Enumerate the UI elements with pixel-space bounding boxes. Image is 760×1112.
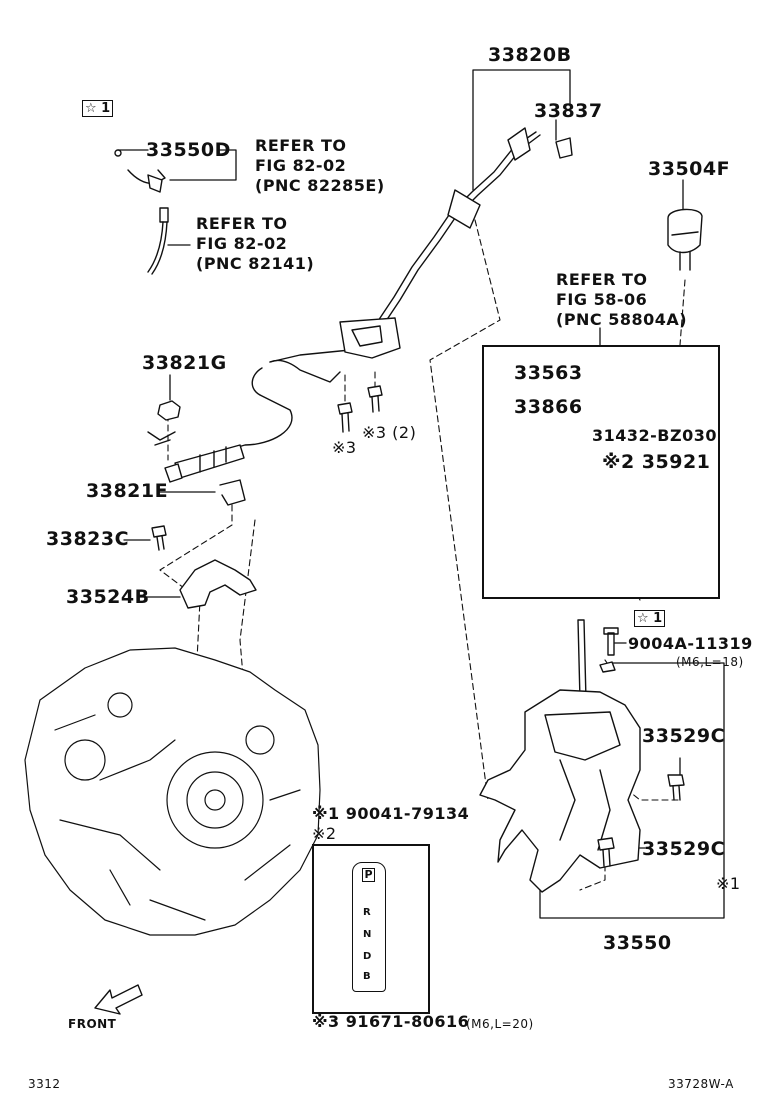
star-note-label-2: ☆ 1 [634, 610, 666, 627]
footnote-1: ※1 90041-79134 [312, 804, 470, 823]
nut-33821G-icon [147, 400, 181, 446]
bracket-33524B-icon [179, 559, 257, 609]
shift-gate-plate: P R N D B [352, 862, 386, 992]
refer-note-82285E: REFER TO FIG 82-02 (PNC 82285E) [255, 136, 385, 195]
gate-position-b: B [363, 971, 371, 982]
note-ref-3: ※3 [332, 438, 357, 457]
shift-lever-assembly-33550-icon [479, 619, 685, 893]
clip-33837-icon [555, 137, 573, 159]
gate-position-d: D [363, 951, 372, 962]
label-33524B: 33524B [66, 586, 150, 608]
label-31432-BZ030: 31432-BZ030 [592, 426, 717, 445]
label-35921: ※2 35921 [602, 451, 711, 473]
label-33821G: 33821G [142, 352, 227, 374]
label-33866: 33866 [514, 396, 583, 418]
label-33837: 33837 [534, 100, 603, 122]
refer-note-58804A: REFER TO FIG 58-06 (PNC 58804A) [556, 270, 688, 329]
refer-note-82141: REFER TO FIG 82-02 (PNC 82141) [196, 214, 315, 273]
label-9004A-11319: 9004A-11319 [628, 634, 753, 653]
shift-knob-33504F-icon [667, 208, 703, 271]
label-33550: 33550 [603, 932, 672, 954]
gate-position-p: P [362, 868, 375, 882]
label-33504F: 33504F [648, 158, 731, 180]
note-ref-1-side: ※1 [716, 874, 741, 893]
shift-cable-33820B [164, 127, 541, 483]
front-arrow-icon [94, 984, 143, 1015]
footer-page-code: 3312 [28, 1077, 61, 1091]
label-33821E: 33821E [86, 480, 169, 502]
footer-figure-code: 33728W-A [668, 1077, 734, 1091]
label-9004A-spec: (M6,L=18) [676, 655, 744, 669]
label-33550D: 33550D [146, 139, 231, 161]
star-note-label: ☆ 1 [82, 100, 114, 117]
transmission-assembly-icon [24, 647, 321, 936]
label-33820B: 33820B [488, 44, 572, 66]
note-ref-3-qty: ※3 (2) [362, 423, 417, 442]
indicator-subassembly-box [482, 345, 720, 599]
label-33823C: 33823C [46, 528, 130, 550]
label-33529C-upper: 33529C [642, 725, 726, 747]
footnote-3-spec: (M6,L=20) [466, 1017, 534, 1031]
gate-position-n: N [363, 929, 372, 940]
footnote-2: ※2 [312, 824, 337, 843]
label-33529C-lower: 33529C [642, 838, 726, 860]
bolt-33823C-icon [151, 525, 167, 551]
label-33563: 33563 [514, 362, 583, 384]
gate-position-r: R [363, 907, 371, 918]
harness-33550D [114, 149, 169, 275]
bolt-pair-icon [337, 385, 383, 433]
footnote-3: ※3 91671-80616 [312, 1012, 470, 1031]
front-label: FRONT [68, 1017, 117, 1031]
bracket-33821E-icon [219, 479, 246, 506]
